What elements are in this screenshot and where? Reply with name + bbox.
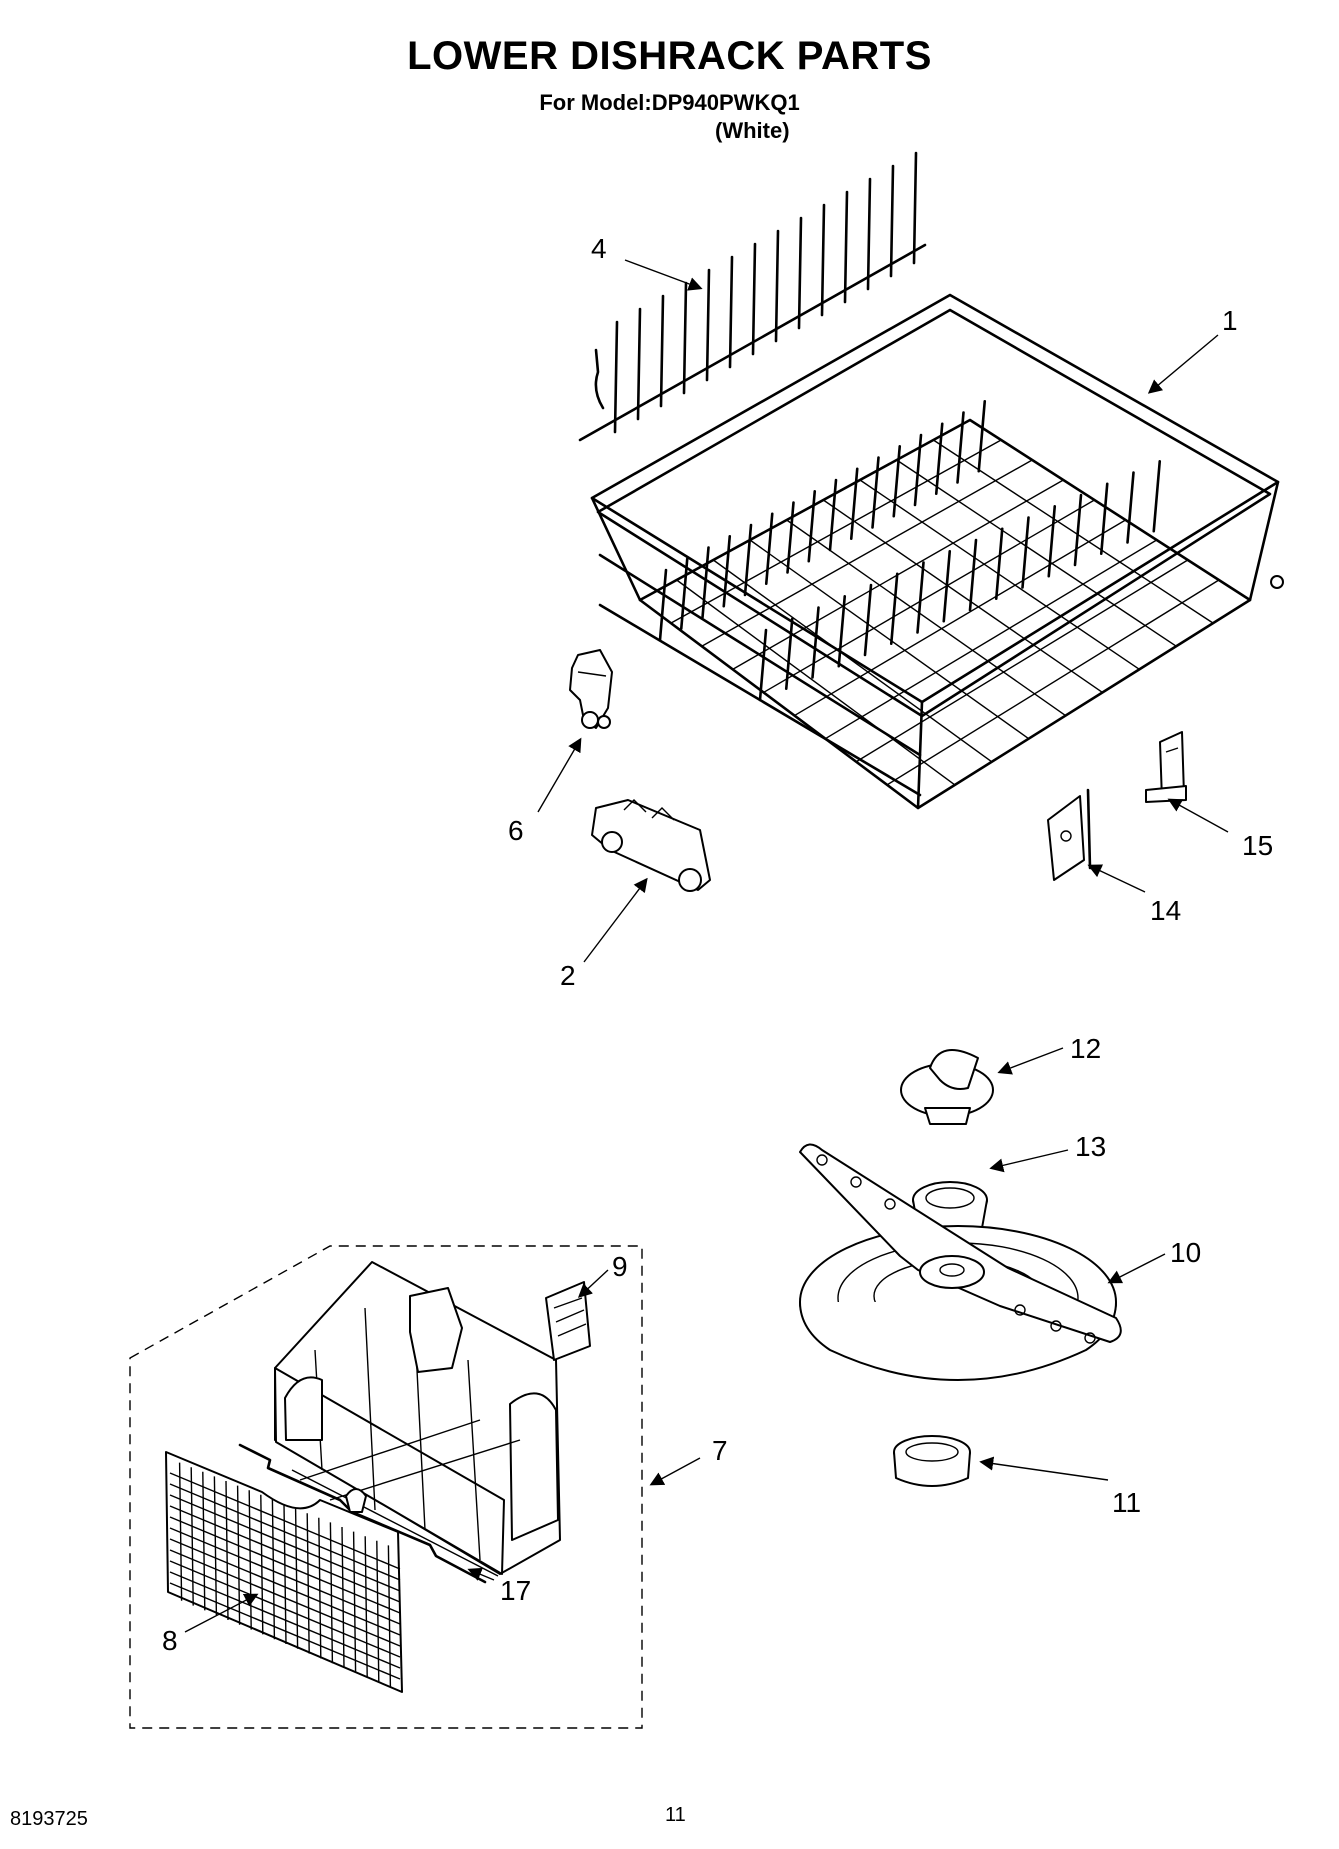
basket-rod-part-17 [238, 1443, 487, 1584]
seal-ring-part-11 [893, 1435, 971, 1487]
callout-6: 6 [508, 815, 524, 846]
callout-13: 13 [1075, 1131, 1106, 1162]
callout-12: 12 [1070, 1033, 1101, 1064]
callout-2: 2 [560, 960, 576, 991]
callout-17: 17 [500, 1575, 531, 1606]
callout-7: 7 [712, 1435, 728, 1466]
silverware-basket-part-7 [274, 1261, 561, 1577]
silverware-basket-group-box [129, 1245, 643, 1729]
callout-9: 9 [612, 1251, 628, 1282]
page-title: LOWER DISHRACK PARTS [407, 34, 932, 78]
roller-bracket-part-2 [591, 799, 711, 892]
callout-1: 1 [1222, 305, 1238, 336]
basket-lid-part-8 [165, 1451, 403, 1693]
page-number: 11 [665, 1804, 686, 1826]
callout-14: 14 [1150, 895, 1181, 926]
basket-clip-part-9 [545, 1281, 591, 1361]
model-line: For Model:DP940PWKQ1 [539, 90, 800, 115]
rack-clip-part-6 [569, 649, 613, 729]
lower-dishrack-part-1 [590, 293, 1284, 810]
rack-tines-part-4 [578, 151, 927, 442]
rack-bumper-part-15 [1145, 731, 1187, 803]
callout-numbers: 4 1 6 2 15 14 12 13 10 11 7 9 17 8 [162, 233, 1273, 1656]
callout-11: 11 [1112, 1487, 1141, 1518]
callout-4: 4 [591, 233, 607, 264]
callout-8: 8 [162, 1625, 178, 1656]
callout-10: 10 [1170, 1237, 1201, 1268]
callout-15: 15 [1242, 830, 1273, 861]
color-line: (White) [715, 118, 790, 143]
rack-stop-part-14 [1047, 788, 1092, 881]
spray-arm-nut-part-12 [900, 1049, 994, 1125]
leader-lines [184, 259, 1229, 1633]
document-number: 8193725 [10, 1808, 88, 1830]
spray-arm-assembly-part-10 [799, 1143, 1122, 1381]
